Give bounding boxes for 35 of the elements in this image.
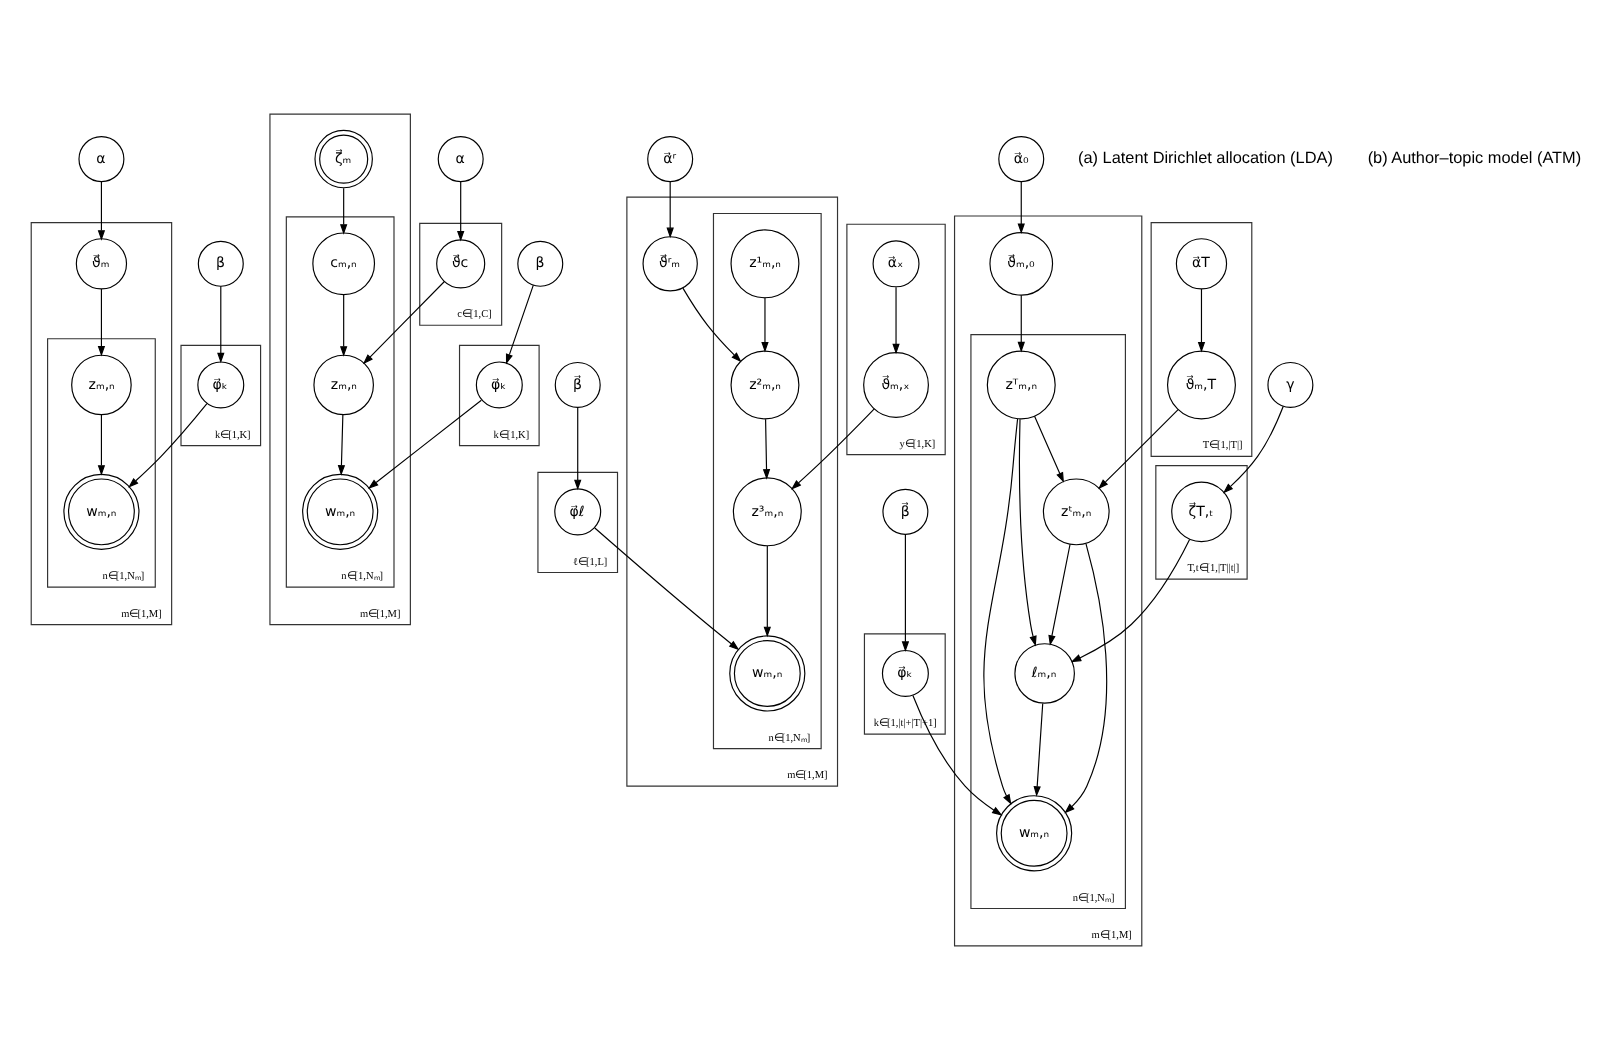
arrow <box>892 286 900 355</box>
arrow <box>762 418 771 480</box>
arrow <box>1064 543 1108 814</box>
arrow <box>1222 405 1284 494</box>
arrow <box>763 545 771 638</box>
arrow <box>912 694 1003 816</box>
arrow <box>790 408 875 490</box>
arrow <box>1033 702 1044 797</box>
arrow <box>128 403 208 488</box>
arrow <box>574 407 582 491</box>
arrow <box>983 418 1019 805</box>
arrow <box>1018 418 1037 647</box>
arrow <box>367 399 482 489</box>
arrow <box>761 297 769 353</box>
arrow <box>901 533 910 652</box>
arrow <box>457 180 465 242</box>
arrow <box>594 527 740 651</box>
arrow <box>362 280 445 365</box>
arrow <box>337 414 346 476</box>
arrow <box>340 294 348 357</box>
arrow <box>1048 543 1071 646</box>
arrow <box>1070 539 1191 663</box>
arrow <box>340 187 348 235</box>
arrow <box>97 414 106 476</box>
arrow <box>1017 294 1025 353</box>
arrow <box>97 288 106 357</box>
arrow <box>1017 180 1025 234</box>
arrow <box>217 285 225 364</box>
arrow <box>682 287 742 363</box>
arrow <box>666 180 674 239</box>
arrow <box>97 180 106 241</box>
arrow <box>505 284 534 365</box>
arrow <box>1197 288 1206 353</box>
arrow <box>1034 415 1064 483</box>
arrow <box>1098 408 1179 490</box>
